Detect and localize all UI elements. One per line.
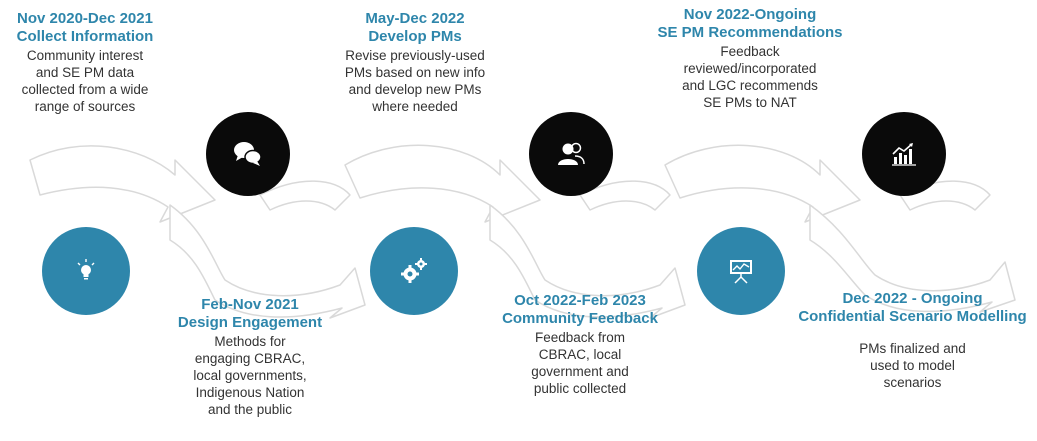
people-icon bbox=[558, 142, 585, 165]
step-date: Dec 2022 - Ongoing bbox=[842, 290, 983, 307]
step-icon-circle bbox=[370, 227, 458, 315]
ribbon-segment bbox=[664, 144, 861, 223]
ribbon-segment bbox=[489, 204, 686, 319]
gears-icon bbox=[401, 258, 427, 283]
step-icon-circle bbox=[206, 112, 290, 196]
step-icon-circle bbox=[697, 227, 785, 315]
step-design-engagement: Feb-Nov 2021 Design Engagement Methods f… bbox=[165, 296, 335, 418]
step-icon-circle bbox=[42, 227, 130, 315]
ribbon-segment bbox=[579, 180, 671, 211]
step-title: Collect Information bbox=[16, 28, 154, 45]
step-develop-pms: May-Dec 2022 Develop PMs Revise previous… bbox=[325, 10, 505, 115]
ribbon-segment bbox=[344, 144, 541, 223]
ribbon-segment bbox=[259, 180, 351, 211]
step-title: Confidential Scenario Modelling bbox=[798, 308, 1027, 325]
step-title: SE PM Recommendations bbox=[657, 24, 843, 41]
ribbon-segment bbox=[809, 204, 1016, 313]
step-se-pm-recommendations: Nov 2022-Ongoing SE PM Recommendations F… bbox=[640, 6, 860, 111]
step-date: Nov 2022-Ongoing bbox=[683, 6, 817, 23]
chat-bubbles-icon bbox=[234, 142, 262, 166]
step-title: Design Engagement bbox=[177, 314, 323, 331]
step-title: Community Feedback bbox=[502, 310, 658, 327]
step-date: May-Dec 2022 bbox=[365, 10, 465, 27]
step-community-feedback: Oct 2022-Feb 2023 Community Feedback Fee… bbox=[485, 292, 675, 397]
step-icon-circle bbox=[862, 112, 946, 196]
ribbon-segment bbox=[29, 145, 216, 223]
presentation-icon bbox=[730, 260, 752, 284]
step-icon-circle bbox=[529, 112, 613, 196]
step-date: Nov 2020-Dec 2021 bbox=[17, 10, 153, 27]
step-title: Develop PMs bbox=[368, 28, 462, 45]
step-date: Feb-Nov 2021 bbox=[201, 296, 299, 313]
ribbon-segment bbox=[169, 204, 366, 319]
step-date: Oct 2022-Feb 2023 bbox=[514, 292, 646, 309]
lightbulb-icon bbox=[77, 259, 95, 280]
growth-chart-icon bbox=[892, 143, 916, 166]
step-confidential-scenario-modelling: Dec 2022 - Ongoing Confidential Scenario… bbox=[790, 290, 1035, 391]
step-collect-information: Nov 2020-Dec 2021 Collect Information Co… bbox=[0, 10, 170, 115]
